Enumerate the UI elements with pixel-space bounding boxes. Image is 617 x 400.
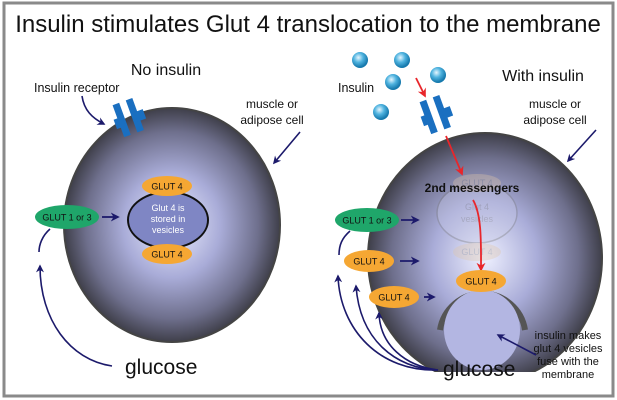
insulin-receptor-icon xyxy=(112,98,147,138)
glut13-curve xyxy=(338,230,351,256)
glut4-fusing-label: GLUT 4 xyxy=(465,277,496,287)
insulin-binding-arrow xyxy=(415,77,426,98)
faded-vesicle-text-2: vesicles xyxy=(461,214,494,224)
vesicle-text-1: Glut 4 is xyxy=(151,203,185,213)
glut4-membrane-2 xyxy=(369,286,419,308)
insulin-receptor-icon xyxy=(419,95,454,135)
vesicle-text-3: vesicles xyxy=(152,225,185,235)
glut13-label: GLUT 1 or 3 xyxy=(342,216,391,226)
glucose-arrow-2 xyxy=(352,284,439,371)
glut4-membrane-2-label: GLUT 4 xyxy=(378,293,409,303)
cell-arrow xyxy=(566,129,597,163)
glut4-membrane-1 xyxy=(344,250,394,272)
fusion-note-1: insulin makes xyxy=(535,330,602,342)
vesicle-mask xyxy=(430,372,540,386)
glut13-transporter xyxy=(35,205,99,229)
insulin-molecule-icon xyxy=(352,52,368,68)
diagram-title: Insulin stimulates Glut 4 translocation … xyxy=(15,11,601,38)
insulin-receptor-label: Insulin receptor xyxy=(34,81,119,95)
fusion-note-3: fuse with the xyxy=(537,356,599,368)
second-messengers-label: 2nd messengers xyxy=(425,181,520,195)
fusion-arrow xyxy=(496,334,537,356)
glucose-arrow xyxy=(36,264,113,367)
fusion-note-2: glut 4 vesicles xyxy=(533,343,603,355)
glut4-fusing xyxy=(456,270,506,292)
glucose-arrow-3 xyxy=(375,311,439,371)
vesicle-text-2: stored in xyxy=(151,214,186,224)
glut13-label: GLUT 1 or 3 xyxy=(42,213,91,223)
faded-glut4-top: GLUT 4 xyxy=(461,178,492,188)
glut4-bottom xyxy=(142,244,192,264)
glut13-transporter xyxy=(335,208,399,232)
glut4-top xyxy=(142,176,192,196)
with-insulin-heading: With insulin xyxy=(502,68,584,85)
glut13-curve xyxy=(38,228,51,253)
glut4-membrane-1-label: GLUT 4 xyxy=(353,257,384,267)
fusion-note-4: membrane xyxy=(542,369,595,381)
right-panel-with-insulin: With insulin Insulin muscle or adipose c… xyxy=(334,52,603,386)
receptor-arrow xyxy=(81,95,106,125)
glut4-bottom-label: GLUT 4 xyxy=(151,250,182,260)
cell-label-line1: muscle or xyxy=(246,97,298,111)
insulin-label: Insulin xyxy=(338,81,374,95)
glucose-arrow-1 xyxy=(334,274,439,371)
insulin-molecule-icon xyxy=(430,67,446,83)
insulin-molecule-icon xyxy=(385,74,401,90)
no-insulin-heading: No insulin xyxy=(131,62,201,79)
glucose-label: glucose xyxy=(443,358,515,381)
insulin-molecule-icon xyxy=(373,104,389,120)
cell-label-line1: muscle or xyxy=(529,97,581,111)
glucose-label: glucose xyxy=(125,356,197,379)
messenger-arrow xyxy=(472,199,486,272)
glut4-top-label: GLUT 4 xyxy=(151,182,182,192)
insulin-molecule-icon xyxy=(394,52,410,68)
signal-arrow xyxy=(445,135,464,176)
cell-arrow xyxy=(272,131,301,165)
cell-label-line2: adipose cell xyxy=(523,113,586,127)
fusing-vesicle xyxy=(444,290,520,370)
left-panel-no-insulin: No insulin Insulin receptor muscle or ad… xyxy=(34,62,304,379)
cell-label-line2: adipose cell xyxy=(240,113,303,127)
faded-glut4-bottom: GLUT 4 xyxy=(461,247,492,257)
